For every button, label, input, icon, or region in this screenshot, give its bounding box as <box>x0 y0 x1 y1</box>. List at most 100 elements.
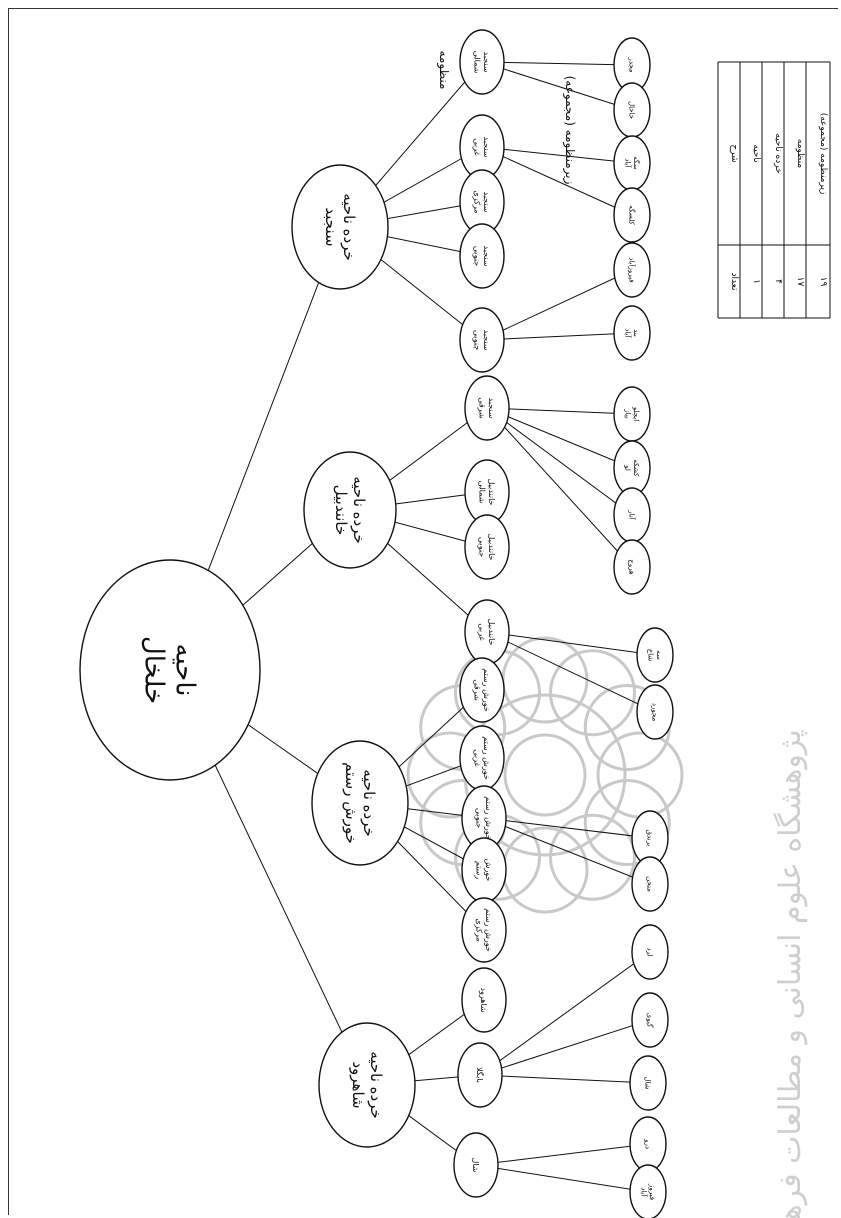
edge-c16-s15 <box>479 951 651 1076</box>
edge-c6-s8 <box>486 407 633 469</box>
subcluster-label: شال <box>644 1076 652 1089</box>
subdistrict-node-sanjabad: خرده ناحیهسنجبد <box>291 164 389 290</box>
subcluster-label: کشکهلو <box>623 459 639 477</box>
cluster-label: خانندبیلجنوبی <box>477 534 496 561</box>
subcluster-label: بندآباد <box>623 328 639 338</box>
side-label: منظومه <box>436 51 451 90</box>
table-cell-type: خرده ناحیه <box>773 133 783 173</box>
edge-c17-s18 <box>475 1143 649 1166</box>
subcluster-label: مجورد <box>651 703 659 722</box>
subdistrict-label: خرده ناحیهخورش رستم <box>342 762 378 844</box>
table-cell-type: ناحیه <box>751 144 761 162</box>
edge-c1-s2 <box>481 61 633 111</box>
edge-c6-s9 <box>486 407 633 516</box>
cluster-label: خانندبیلغربی <box>477 619 496 646</box>
subcluster-node-s4: کلسگه <box>613 187 651 243</box>
subcluster-label: مجدر <box>628 56 636 73</box>
subdistrict-node-khanandabil: خرده ناحیهخانندبیل <box>303 451 397 569</box>
subcluster-label: درو <box>644 1138 652 1149</box>
table-cell-count: ۴ <box>773 279 783 284</box>
subcluster-node-s8: کشکهلو <box>613 440 651 496</box>
edge-c16-s16 <box>479 1019 651 1076</box>
subcluster-label: گیوی <box>646 1013 655 1028</box>
subcluster-label: فیروزآباد <box>639 1183 655 1200</box>
cluster-node-c12: خورش رستمجنوبی <box>461 785 507 851</box>
cluster-label: خورشرستم <box>474 859 493 882</box>
cluster-node-c8: خانندبیلجنوبی <box>464 514 510 580</box>
edge-c17-s19 <box>475 1164 649 1193</box>
table-cell-count: ۱۷ <box>795 277 805 287</box>
subcluster-label: کلسگه <box>628 205 637 225</box>
root-label: ناحیهخلخال <box>138 636 199 704</box>
cluster-node-c15: شاهرود <box>461 967 507 1033</box>
cluster-label: سنجبدچنوبی <box>472 330 491 351</box>
edge-c2-s4 <box>481 146 633 216</box>
cluster-label: خورش رستمغربی <box>472 736 491 780</box>
subcluster-node-s9: آنار <box>613 487 651 543</box>
subcluster-node-s6: بندآباد <box>613 305 651 361</box>
subcluster-node-s19: فیروزآباد <box>629 1164 667 1218</box>
subdistrict-node-shahrud: خرده ناحیهشاهرود <box>318 1022 416 1148</box>
cluster-label: شال <box>471 1158 480 1173</box>
subdistrict-label: خرده ناحیهخانندبیل <box>332 476 368 543</box>
table-cell-type: منظومه <box>795 139 805 168</box>
watermark-text: پژوهشگاه علوم انسانی و مطالعات فرهنگی <box>773 729 808 1218</box>
cluster-node-c4: سنجبدجنوبی <box>459 223 505 289</box>
edge-c9-s12 <box>486 631 656 713</box>
cluster-label: سنجبدجنوبی <box>472 246 491 267</box>
cluster-label: شاهرود <box>479 987 488 1012</box>
watermark-petal <box>549 649 636 737</box>
cluster-label: سنجبدمرکزی <box>472 190 491 213</box>
subcluster-label: سگهآباد <box>623 156 640 170</box>
diagram-nodes: ناحیهخلخال خرده ناحیهسنجبد خرده ناحیهخانند… <box>79 29 674 1218</box>
subcluster-label: هروج <box>628 559 636 575</box>
edge-c5-s6 <box>481 332 633 341</box>
page-frame <box>8 8 838 1215</box>
root-node-root: ناحیهخلخال <box>79 559 261 781</box>
edge-c12-s13 <box>483 817 651 839</box>
cluster-label: سنجبدشمالی <box>472 51 491 74</box>
cluster-node-c3: سنجبدمرکزی <box>459 169 505 235</box>
cluster-node-c6: سنجبدشرقی <box>464 375 510 441</box>
cluster-node-c14: خورش رستممرکزی <box>461 897 507 963</box>
subcluster-label: خاخال <box>628 101 636 119</box>
subcluster-node-s3: سگهآباد <box>613 135 651 191</box>
watermark-petal <box>583 779 671 866</box>
subcluster-label: ایچلوبیاز <box>623 406 639 421</box>
subcluster-node-s15: لرد <box>631 924 669 980</box>
subdistrict-label: خرده ناحیهسنجبد <box>322 193 358 260</box>
watermark-petal <box>549 813 636 901</box>
cluster-label: خورش رستمشرقی <box>472 668 491 712</box>
cluster-node-c1: سنجبدشمالی <box>459 29 505 95</box>
subcluster-group-label: زیرمنظومه (مجموعه) <box>562 76 577 185</box>
subdistrict-label: خرده ناحیهشاهرود <box>349 1051 385 1118</box>
subcluster-node-s5: فیروزآباد <box>613 242 651 298</box>
subcluster-label: برندق <box>646 830 654 847</box>
edge-c6-s10 <box>486 407 633 568</box>
edge-c9-s11 <box>486 631 656 656</box>
cluster-label: سنجبدشرقی <box>477 397 496 419</box>
cluster-label: خورش رستممرکزی <box>474 908 493 952</box>
edge-c6-s7 <box>486 407 633 415</box>
subcluster-label: فیروزآباد <box>628 257 637 282</box>
edge-c5-s5 <box>481 269 633 341</box>
cluster-node-c16: بابگلا <box>457 1042 503 1108</box>
subcluster-node-s11: سهشاخ <box>636 627 674 683</box>
table-header-type: شرح <box>729 144 739 162</box>
table-cell-count: ۱۹ <box>818 277 828 287</box>
subcluster-node-s7: ایچلوبیاز <box>613 386 651 442</box>
cluster-label: خورش رستمجنوبی <box>474 796 493 840</box>
edge-c1-s1 <box>481 61 633 66</box>
subcluster-label: لرد <box>646 947 654 956</box>
edge-c12-s14 <box>483 817 651 885</box>
cluster-node-c9: خانندبیلغربی <box>464 599 510 665</box>
cluster-label: بابگلا <box>475 1067 485 1083</box>
table-header-count: تعداد <box>729 272 739 291</box>
cluster-node-c10: خورش رستمشرقی <box>459 657 505 723</box>
subcluster-label: منجن <box>646 876 654 892</box>
edge-c16-s17 <box>479 1074 649 1084</box>
subcluster-label: آنار <box>628 509 637 520</box>
